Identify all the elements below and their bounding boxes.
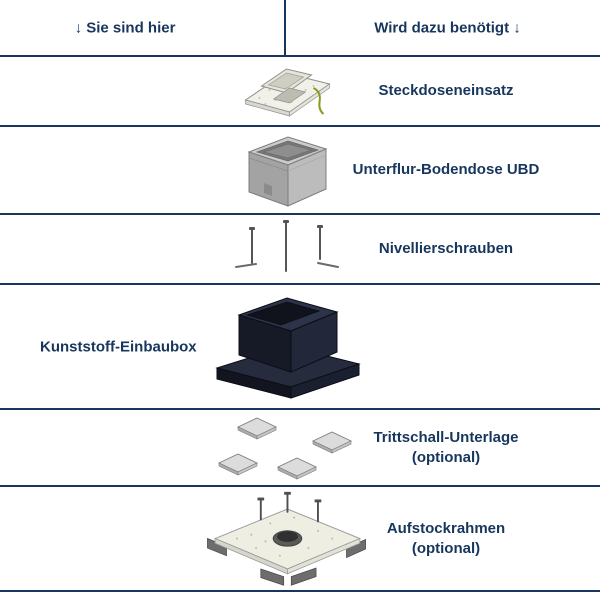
row-trittschall-unterlage: Trittschall-Unterlage (optional)	[0, 410, 600, 487]
kunststoff-einbaubox-image[interactable]	[207, 288, 367, 406]
row-steckdoseneinsatz: Steckdoseneinsatz	[0, 57, 600, 127]
unterflur-bodendose-image[interactable]	[242, 131, 332, 209]
nivellierschrauben-label: Nivellierschrauben	[378, 239, 514, 257]
row-kunststoff-einbaubox: Kunststoff-Einbaubox	[0, 285, 600, 410]
steckdoseneinsatz-image[interactable]	[240, 60, 335, 122]
kunststoff-einbaubox-label: Kunststoff-Einbaubox	[40, 338, 197, 355]
trittschall-unterlage-image[interactable]	[207, 412, 367, 484]
header-column-divider	[284, 0, 286, 55]
row-aufstockrahmen: Aufstockrahmen (optional)	[0, 487, 600, 592]
table-header: ↓ Sie sind hier Wird dazu benötigt ↓	[0, 0, 600, 57]
unterflur-bodendose-label: Unterflur-Bodendose UBD	[352, 160, 540, 178]
aufstockrahmen-label: Aufstockrahmen (optional)	[386, 519, 506, 557]
nivellierschrauben-image[interactable]	[232, 219, 342, 279]
header-right-label: Wird dazu benötigt ↓	[374, 19, 521, 36]
steckdoseneinsatz-label: Steckdoseneinsatz	[378, 81, 514, 99]
trittschall-unterlage-label: Trittschall-Unterlage (optional)	[373, 428, 519, 466]
aufstockrahmen-image[interactable]	[200, 489, 375, 589]
header-left-label: ↓ Sie sind hier	[74, 19, 176, 36]
row-nivellierschrauben: Nivellierschrauben	[0, 215, 600, 285]
bottom-spacer	[0, 592, 600, 604]
row-unterflur-bodendose: Unterflur-Bodendose UBD	[0, 127, 600, 215]
